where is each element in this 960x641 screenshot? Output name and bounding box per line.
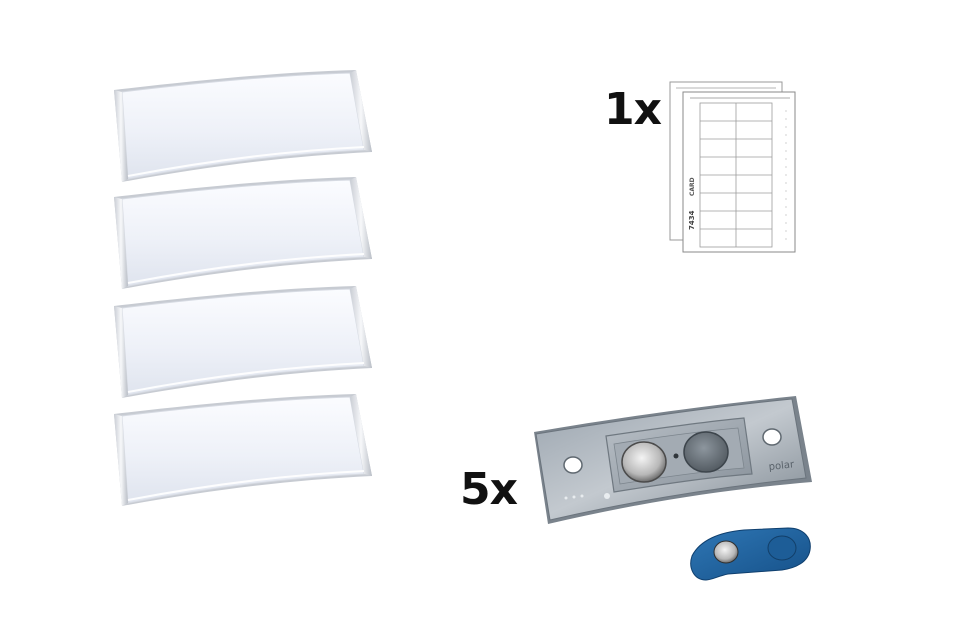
mounting-hole	[762, 428, 782, 446]
magnet-holder: polar	[534, 396, 812, 524]
magnet-coin-icon	[621, 441, 667, 483]
magnet-coin-icon	[683, 431, 729, 473]
name-badge-plate	[114, 394, 372, 506]
sheet-code-label: 7434	[688, 210, 696, 230]
name-badge-plate	[114, 70, 372, 182]
mounting-hole	[563, 456, 583, 474]
sheet-quantity-label: 1x	[604, 84, 662, 135]
insert-sheets: 7434 CARD	[669, 81, 796, 253]
magnet-coin-icon	[713, 540, 739, 564]
name-badge-plate	[114, 286, 372, 398]
counter-magnet	[690, 527, 811, 581]
magnet-quantity-label: 5x	[460, 464, 518, 515]
sheet-brand-label: CARD	[689, 177, 696, 196]
insert-sheet-front: 7434 CARD	[682, 91, 796, 253]
magnet-brand-label: polar	[768, 459, 795, 473]
magnet-coin-icon	[767, 535, 797, 561]
name-badge-plate	[114, 177, 372, 289]
